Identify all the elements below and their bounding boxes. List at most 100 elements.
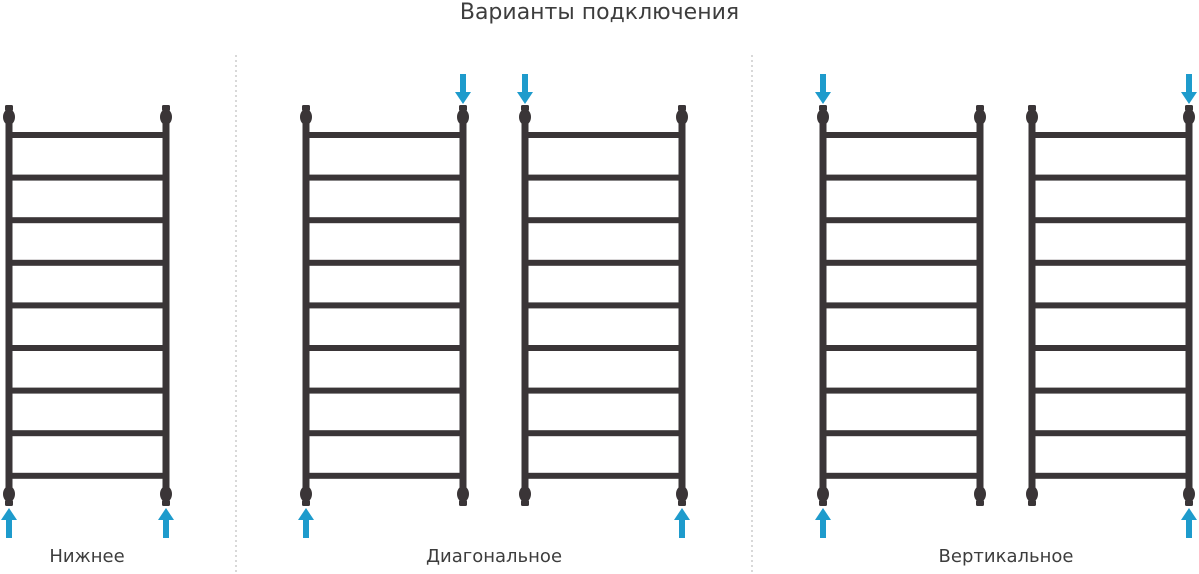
radiator-3-1-rung (823, 472, 980, 479)
radiator-3-2-right-rail (1185, 117, 1193, 494)
radiator-3-1-nipple (976, 105, 984, 111)
radiator-3-2-rung (1032, 472, 1189, 479)
radiator-3-1-rung (823, 132, 980, 138)
radiator-2-2-rung (525, 217, 682, 224)
radiator-3-1-nipple (976, 500, 984, 506)
radiator-2-1-rung (306, 132, 463, 138)
radiator-2-1-right-rail (459, 117, 467, 494)
radiator-1-1-nipple (162, 105, 170, 111)
radiator-2-2-nipple (521, 500, 529, 506)
radiator-3-1-rung (823, 174, 980, 181)
radiator-2-2-cap (519, 109, 531, 125)
radiator-3-2-rung (1032, 345, 1189, 351)
radiator-2-2-rung (525, 387, 682, 394)
radiator-2-2-rung (525, 174, 682, 181)
radiator-1-1-rung (9, 430, 166, 437)
radiator-3-1-rung (823, 430, 980, 437)
arrow-up-icon (674, 508, 690, 538)
radiator-1-1-nipple (5, 500, 13, 506)
radiator-1-1-rung (9, 259, 166, 266)
radiator-2-2-left-rail (521, 117, 529, 494)
radiator-2-1-nipple (302, 105, 310, 111)
radiator-2-1-cap (300, 109, 312, 125)
radiator-1-1-cap (160, 109, 172, 125)
radiator-3-2-nipple (1185, 500, 1193, 506)
radiator-1-1-cap (3, 486, 15, 502)
arrow-up-icon (298, 508, 314, 538)
group-label-bottom: Нижнее (49, 546, 125, 567)
radiator-3-2-cap (1026, 109, 1038, 125)
radiator-3-2-rung (1032, 174, 1189, 181)
radiator-1-1-nipple (5, 105, 13, 111)
radiator-2-2-rung (525, 132, 682, 138)
radiator-1-1-rung (9, 345, 166, 351)
radiator-3-2-cap (1183, 109, 1195, 125)
radiator-3-2-nipple (1028, 500, 1036, 506)
radiator-2-2-nipple (521, 105, 529, 111)
group-label-vertical: Вертикальное (938, 546, 1074, 567)
radiator-1-1-rung (9, 472, 166, 479)
radiator-2-1-nipple (459, 105, 467, 111)
arrow-down-icon (1181, 74, 1197, 104)
arrow-down-icon (517, 74, 533, 104)
radiator-2-1-left-rail (302, 117, 310, 494)
radiator-3-1-cap (974, 109, 986, 125)
radiator-2-1-rung (306, 174, 463, 181)
radiator-3-2-left-rail (1028, 117, 1036, 494)
arrow-up-icon (158, 508, 174, 538)
diagram-title: Варианты подключения (459, 0, 740, 25)
arrow-up-icon (815, 508, 831, 538)
radiator-2-1-rung (306, 345, 463, 351)
radiator-3-2-rung (1032, 259, 1189, 266)
radiator-2-1-rung (306, 217, 463, 224)
arrow-up-icon (1, 508, 17, 538)
radiator-2-1-rung (306, 387, 463, 394)
radiator-2-2-rung (525, 302, 682, 309)
radiator-2-1-cap (300, 486, 312, 502)
radiator-3-1-left-rail (819, 117, 827, 494)
radiator-3-1-nipple (819, 500, 827, 506)
radiator-1-1-rung (9, 387, 166, 394)
arrow-down-icon (815, 74, 831, 104)
radiator-3-2-rung (1032, 132, 1189, 138)
radiator-3-1-cap (974, 486, 986, 502)
radiator-3-2-rung (1032, 217, 1189, 224)
radiator-3-1-rung (823, 387, 980, 394)
radiator-1-1-cap (3, 109, 15, 125)
radiator-2-1-cap (457, 486, 469, 502)
radiator-1-1-cap (160, 486, 172, 502)
radiator-2-2-rung (525, 259, 682, 266)
radiator-2-1-rung (306, 302, 463, 309)
radiator-3-1-rung (823, 302, 980, 309)
radiator-1-1-rung (9, 132, 166, 138)
radiator-3-2-nipple (1028, 105, 1036, 111)
radiator-2-1-rung (306, 472, 463, 479)
radiator-3-2-cap (1026, 486, 1038, 502)
radiator-2-1-nipple (302, 500, 310, 506)
arrow-down-icon (455, 74, 471, 104)
radiator-2-1-nipple (459, 500, 467, 506)
radiator-2-2-nipple (678, 500, 686, 506)
radiator-3-1-nipple (819, 105, 827, 111)
radiator-1-1-rung (9, 302, 166, 309)
radiator-3-2-cap (1183, 486, 1195, 502)
radiator-3-2-rung (1032, 387, 1189, 394)
radiator-2-2-right-rail (678, 117, 686, 494)
radiator-2-2-cap (676, 486, 688, 502)
radiator-3-2-nipple (1185, 105, 1193, 111)
radiator-3-1-right-rail (976, 117, 984, 494)
radiator-1-1-left-rail (5, 117, 13, 494)
radiator-3-2-rung (1032, 302, 1189, 309)
radiator-3-1-rung (823, 217, 980, 224)
radiator-2-2-cap (519, 486, 531, 502)
radiator-2-2-cap (676, 109, 688, 125)
arrow-up-icon (1181, 508, 1197, 538)
radiator-3-1-cap (817, 486, 829, 502)
radiator-2-1-rung (306, 259, 463, 266)
radiator-3-2-rung (1032, 430, 1189, 437)
radiator-2-1-rung (306, 430, 463, 437)
radiator-2-1-cap (457, 109, 469, 125)
radiator-1-1-nipple (162, 500, 170, 506)
radiator-1-1-right-rail (162, 117, 170, 494)
